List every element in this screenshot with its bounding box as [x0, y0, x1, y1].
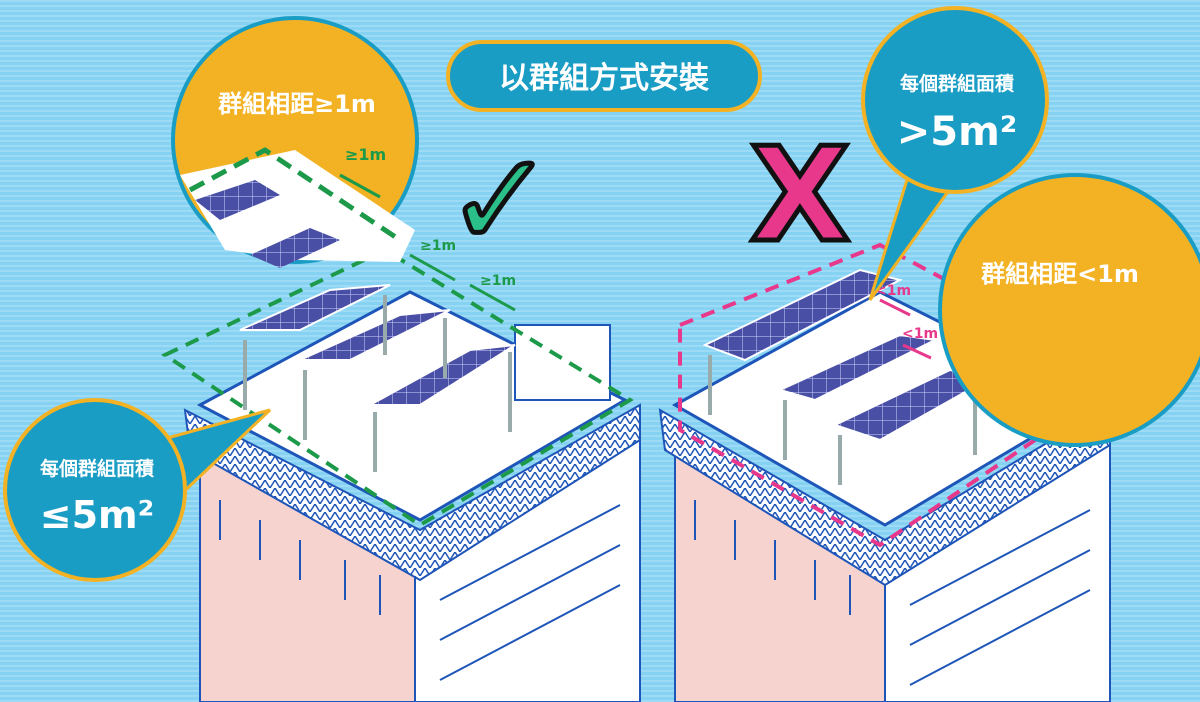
- building-good: ≥1m ≥1m: [160, 238, 641, 702]
- area-callout-bad: 每個群組面積 >5m²: [861, 6, 1049, 301]
- gap-label: ≥1m: [345, 145, 386, 164]
- area-label: 每個群組面積: [40, 457, 154, 480]
- area-value: ≤5m²: [40, 493, 155, 537]
- cross-icon: X: [750, 119, 850, 271]
- solar-panel-groups-bad: [702, 268, 993, 485]
- area-label: 每個群組面積: [900, 72, 1014, 95]
- spacing-label: 群組相距<1m: [981, 260, 1139, 288]
- building-bad: <1m: [658, 242, 1111, 702]
- area-value: >5m²: [897, 109, 1018, 155]
- spacing-callout-bad: 群組相距<1m: [938, 173, 1200, 447]
- spacing-callout-good: ≥1m 群組相距≥1m: [171, 16, 419, 268]
- gap-label: ≥1m: [420, 238, 456, 254]
- area-callout-good: 每個群組面積 ≤5m²: [3, 398, 272, 582]
- group-boundary-good: [160, 247, 634, 528]
- solar-panel-groups-good: [239, 284, 516, 472]
- title-pill: 以群組方式安裝: [446, 40, 762, 112]
- gap-label: <1m: [875, 283, 911, 299]
- check-icon: ✓: [446, 124, 555, 276]
- page-title: 以群組方式安裝: [499, 61, 710, 96]
- gap-label: ≥1m: [480, 273, 516, 289]
- gap-label: <1m: [902, 326, 938, 342]
- spacing-label: 群組相距≥1m: [218, 90, 376, 118]
